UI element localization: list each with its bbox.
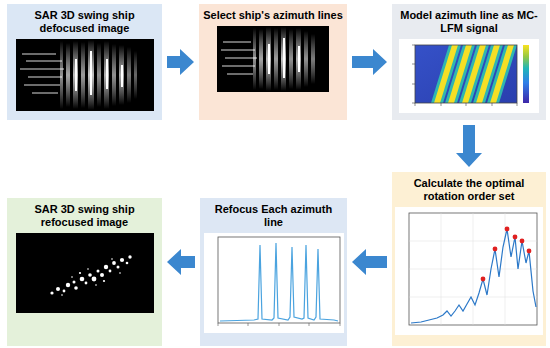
flow-arrow [352,249,387,275]
mc-lfm-spectrogram [399,39,539,113]
azimuth-lines-image [217,26,329,92]
step-title: Calculate the optimal rotation order set [392,177,546,203]
step-title: Refocus Each azimuth line [200,203,347,229]
process-box: SAR 3D swing ship defocused image [7,4,162,120]
rotation-order-curve [395,207,543,335]
process-box: Calculate the optimal rotation order set [392,172,546,346]
refocused-azimuth-plot [204,233,344,333]
process-box: Refocus Each azimuth line [200,198,347,346]
flow-arrow [352,49,387,75]
step-title: Select ship's azimuth lines [199,9,347,22]
step-title: SAR 3D swing ship defocused image [7,9,162,35]
process-box: SAR 3D swing ship refocused image [7,198,162,346]
refocused-sar-image [16,233,154,313]
process-box: Model azimuth line as MC-LFM signal [392,4,546,120]
step-title: SAR 3D swing ship refocused image [7,203,162,229]
defocused-sar-image [16,39,154,111]
flow-arrow [167,49,194,75]
process-box: Select ship's azimuth lines [199,4,347,120]
step-title: Model azimuth line as MC-LFM signal [392,9,546,35]
flow-arrow [167,249,195,275]
flow-arrow [456,125,482,167]
